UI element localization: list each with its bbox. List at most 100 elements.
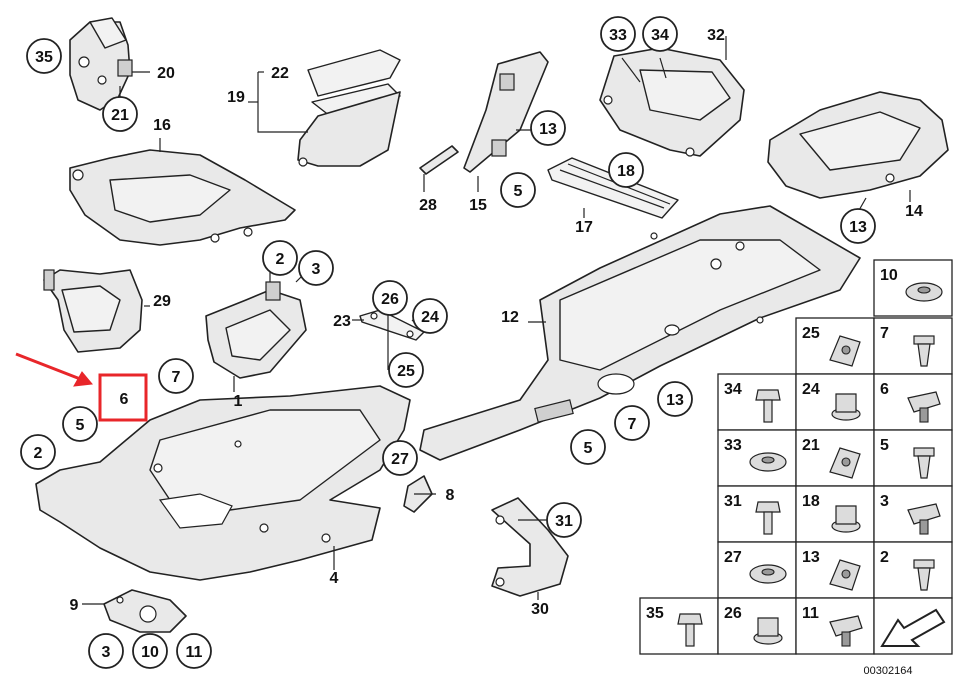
callout-circle [102, 96, 138, 132]
callout-number: 11 [186, 644, 203, 661]
underbody-panel-part-12-drawing [419, 205, 861, 461]
part-label-29: 29 [153, 293, 171, 310]
callout-31: 31 [546, 502, 582, 538]
fastener-shape [755, 501, 781, 513]
callout-circle [158, 358, 194, 394]
callout-circle [26, 38, 62, 74]
callout-number: 35 [35, 49, 53, 66]
callout-number: 2 [34, 445, 43, 462]
callout-number: 3 [312, 261, 321, 278]
fastener-number: 24 [802, 381, 820, 398]
fastener-shape [757, 617, 779, 637]
part-label-4: 4 [330, 570, 339, 587]
callout-26: 26 [372, 280, 408, 316]
callout-number: 13 [666, 392, 684, 409]
part-label-23: 23 [333, 313, 351, 330]
fastener-number: 34 [724, 381, 742, 398]
part-label-15: 15 [469, 197, 487, 214]
fastener-cell-34: 34 [717, 373, 797, 431]
fastener-shape [763, 511, 773, 535]
duct-part-1-drawing [205, 281, 307, 379]
callout-number: 33 [609, 27, 627, 44]
fastener-cell-frame [873, 541, 953, 599]
fastener-cell-31: 31 [717, 485, 797, 543]
fastener-shape [685, 623, 695, 647]
direction-arrow-icon [880, 608, 946, 647]
fastener-number: 35 [646, 605, 664, 622]
fastener-cell-frame [795, 541, 875, 599]
callout-number: 2 [276, 251, 285, 268]
callout-circle [132, 633, 168, 669]
callout-number: 18 [617, 163, 635, 180]
bracket-part-23-drawing [359, 309, 425, 341]
callout-2: 2 [262, 240, 298, 276]
fastener-shape [677, 613, 703, 625]
fastener-shape [755, 389, 781, 401]
part-label-32: 32 [707, 27, 725, 44]
fastener-cell-11: 11 [795, 597, 875, 655]
callout-7: 7 [158, 358, 194, 394]
fastener-cell-10: 10 [873, 259, 953, 317]
callout-number: 34 [651, 27, 669, 44]
callout-2: 2 [20, 434, 56, 470]
fastener-shape [907, 391, 941, 413]
fastener-number: 33 [724, 437, 742, 454]
bracket-part-15-drawing [463, 51, 549, 173]
fastener-number: 7 [880, 325, 889, 342]
highlight-arrow [15, 352, 93, 387]
fastener-cell-26: 26 [717, 597, 797, 655]
fastener-shape [907, 503, 941, 525]
callout-25: 25 [388, 352, 424, 388]
fastener-number: 26 [724, 605, 742, 622]
fastener-shape [919, 407, 929, 423]
fastener-shape [913, 335, 935, 345]
fastener-cell-frame [795, 317, 875, 375]
fastener-cell-25: 25 [795, 317, 875, 375]
fastener-cell-2: 2 [873, 541, 953, 599]
callout-13: 13 [840, 208, 876, 244]
callout-34: 34 [642, 16, 678, 52]
callout-18: 18 [608, 152, 644, 188]
fastener-shape [913, 447, 935, 457]
part-label-19: 19 [227, 89, 245, 106]
direction-arrow-cell [873, 597, 953, 655]
callout-number: 25 [397, 363, 415, 380]
fastener-cell-21: 21 [795, 429, 875, 487]
fastener-shape [841, 457, 851, 467]
fastener-cell-33: 33 [717, 429, 797, 487]
callout-circle [382, 440, 418, 476]
fastener-number: 5 [880, 437, 889, 454]
callout-24: 24 [412, 298, 448, 334]
fastener-shape [763, 399, 773, 423]
cover-part-16-drawing [69, 149, 296, 246]
fastener-number: 3 [880, 493, 889, 510]
callout-circle [657, 381, 693, 417]
fastener-cell-frame [795, 429, 875, 487]
callout-circle [608, 152, 644, 188]
callout-circle [530, 110, 566, 146]
callout-number: 5 [76, 417, 85, 434]
callout-number: 5 [584, 440, 593, 457]
callout-number: 13 [539, 121, 557, 138]
callout-circle [88, 633, 124, 669]
underbody-panel-part-4-drawing [35, 385, 411, 581]
fastener-shape [913, 559, 935, 569]
fastener-cell-27: 27 [717, 541, 797, 599]
callout-10: 10 [132, 633, 168, 669]
bracket-part-30-drawing [491, 497, 569, 597]
fastener-shape [917, 343, 931, 367]
callout-5: 5 [500, 172, 536, 208]
fastener-shape [917, 286, 931, 294]
callout-circle [298, 250, 334, 286]
callout-circle [642, 16, 678, 52]
fastener-shape [917, 455, 931, 479]
bracket-part-9-drawing [103, 589, 187, 633]
part-label-16: 16 [153, 117, 171, 134]
pin-part-28-drawing [419, 145, 459, 175]
callout-circle [262, 240, 298, 276]
callout-circle [840, 208, 876, 244]
callout-circle [570, 429, 606, 465]
callout-circle [372, 280, 408, 316]
